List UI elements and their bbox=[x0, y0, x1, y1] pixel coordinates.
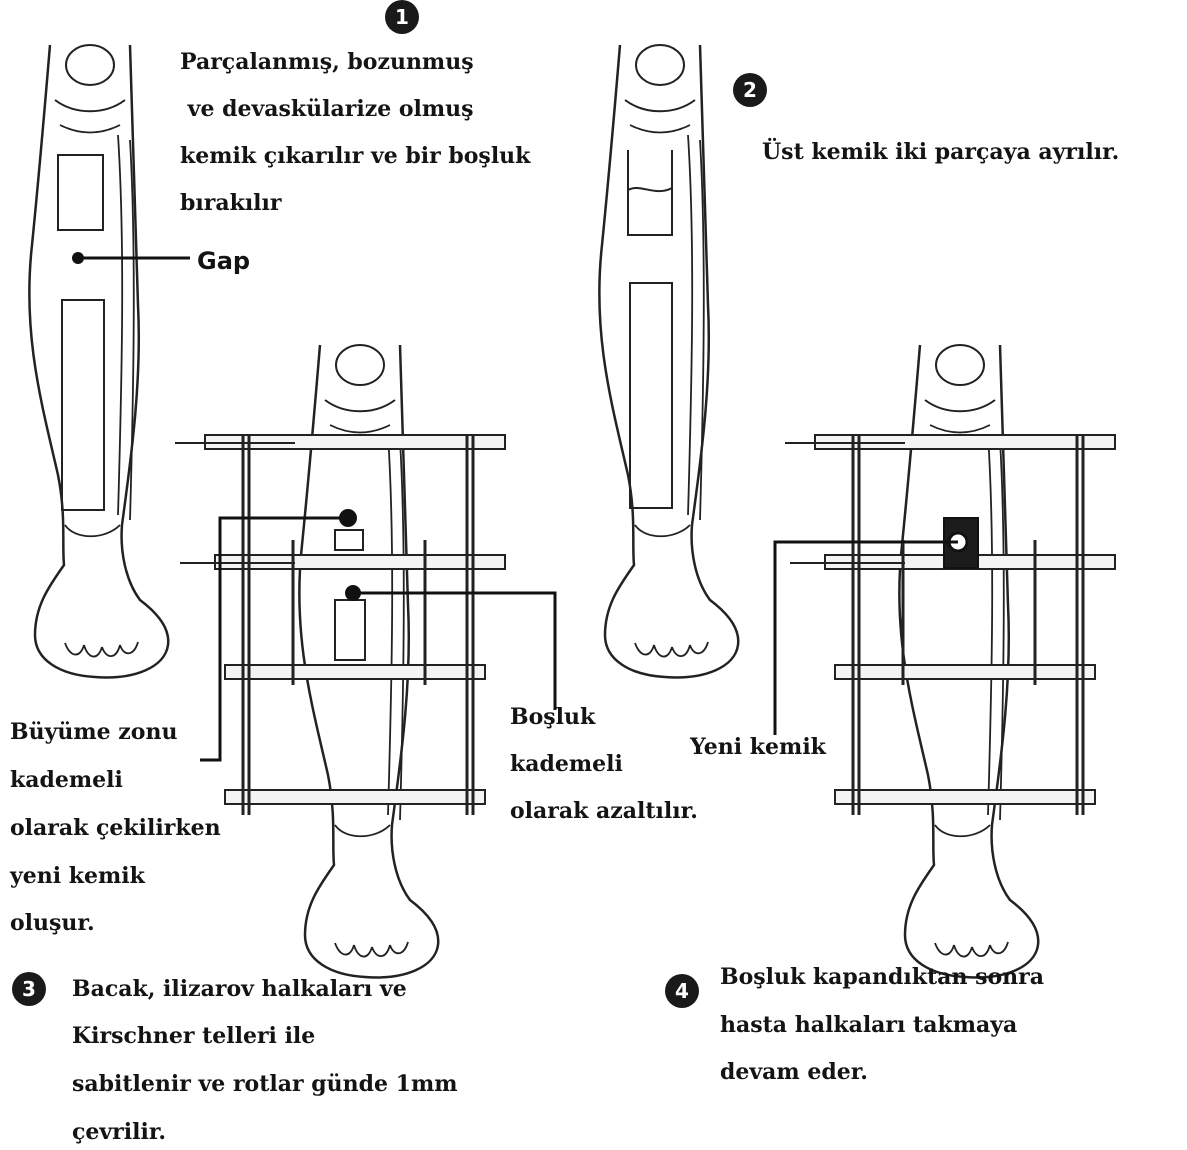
gap-reduced-label-line-3: olarak azaltılır. bbox=[510, 794, 698, 829]
growth-zone-label-line-1: Büyüme zonu bbox=[10, 715, 177, 750]
step-1-line-4: bırakılır bbox=[180, 186, 282, 221]
step-3-line-3: sabitlenir ve rotlar günde 1mm bbox=[72, 1067, 458, 1102]
gap-reduced-label-line-1: Boşluk bbox=[510, 700, 595, 735]
growth-zone-label-line-2: kademeli bbox=[10, 763, 123, 798]
gap-reduction-leader-line bbox=[353, 593, 555, 710]
growth-zone-label-line-5: oluşur. bbox=[10, 906, 95, 941]
step-4-line-1: Boşluk kapandıktan sonra bbox=[720, 960, 1044, 995]
ilizarov-frame-4 bbox=[785, 435, 1115, 815]
gap-reduced-label-line-2: kademeli bbox=[510, 747, 623, 782]
step-4-badge: 4 bbox=[665, 974, 699, 1008]
growth-zone-block bbox=[335, 530, 363, 550]
growth-zone-label-line-4: yeni kemik bbox=[10, 859, 145, 894]
step-4-line-3: devam eder. bbox=[720, 1055, 868, 1090]
step-2-line-1: Üst kemik iki parçaya ayrılır. bbox=[762, 135, 1119, 170]
step-1-line-1: Parçalanmış, bozunmuş bbox=[180, 45, 474, 80]
step-3-line-2: Kirschner telleri ile bbox=[72, 1019, 315, 1054]
step-1-badge: 1 bbox=[385, 0, 419, 34]
step-1-line-3: kemik çıkarılır ve bir boşluk bbox=[180, 139, 530, 174]
step-3-line-1: Bacak, ilizarov halkaları ve bbox=[72, 972, 407, 1007]
step-3-line-4: çevrilir. bbox=[72, 1115, 166, 1150]
step-4-line-2: hasta halkaları takmaya bbox=[720, 1008, 1017, 1043]
gap-label: Gap bbox=[197, 244, 250, 279]
leg-illustration-1 bbox=[29, 45, 168, 677]
leg-illustration-2 bbox=[599, 45, 738, 677]
step-1-line-2: ve devaskülarize olmuş bbox=[180, 92, 474, 127]
growth-zone-label-line-3: olarak çekilirken bbox=[10, 811, 221, 846]
step-2-badge: 2 bbox=[733, 73, 767, 107]
lower-bone-segment bbox=[335, 600, 365, 660]
step-3-badge: 3 bbox=[12, 972, 46, 1006]
new-bone-leader-line bbox=[775, 542, 958, 735]
new-bone-label: Yeni kemik bbox=[690, 730, 826, 765]
